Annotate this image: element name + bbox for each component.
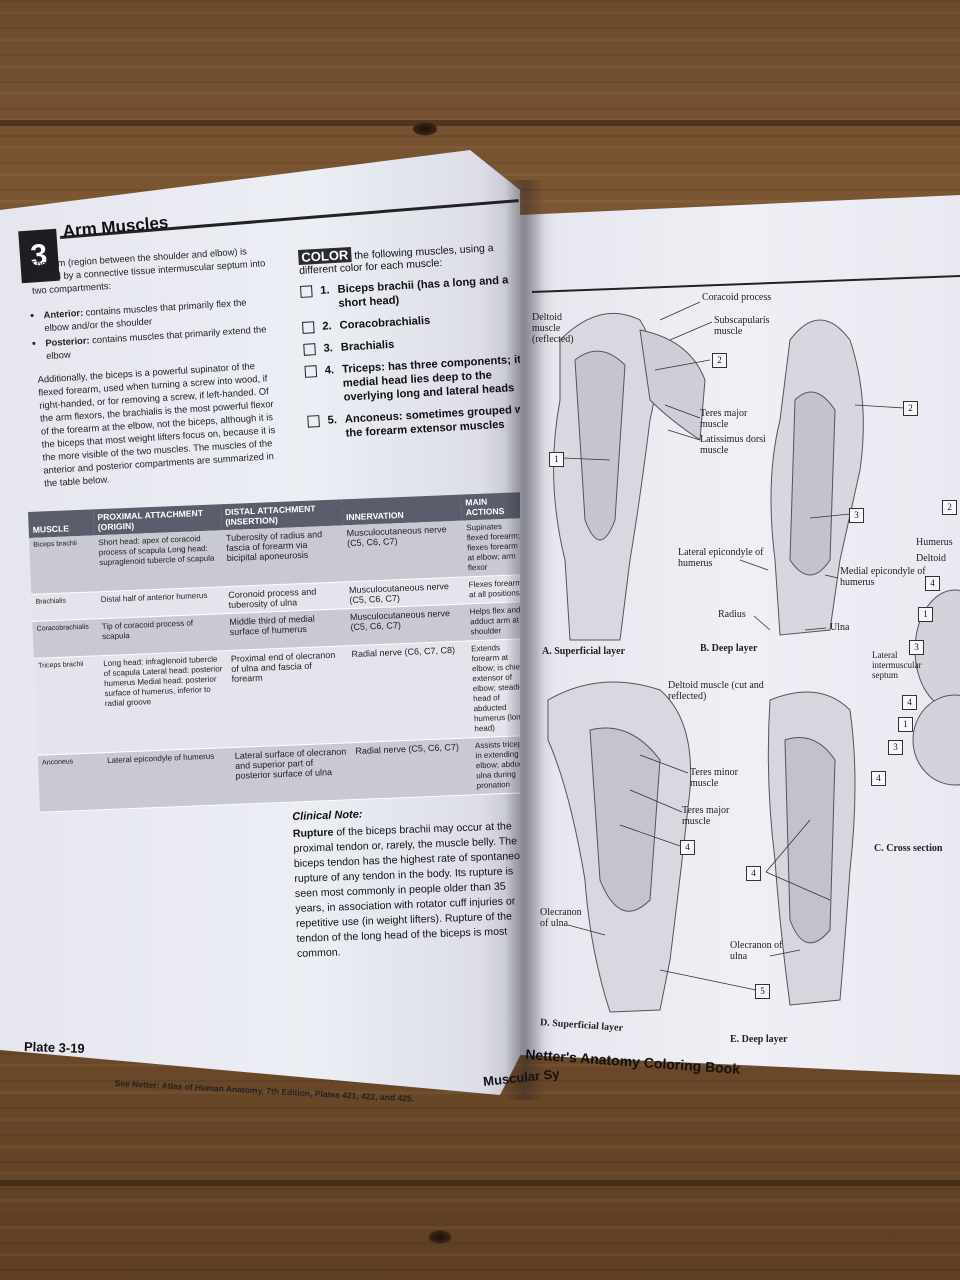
checkbox[interactable] bbox=[307, 415, 320, 428]
plank-gap bbox=[0, 120, 960, 126]
number-box: 5 bbox=[755, 984, 770, 999]
number-box: 4 bbox=[871, 771, 886, 786]
number-box: 2 bbox=[712, 353, 727, 368]
label-latissimus-dorsi: Latissimus dorsi muscle bbox=[700, 434, 766, 456]
label-medial-epicondyle: Medial epicondyle of humerus bbox=[840, 566, 926, 588]
label-teres-major: Teres major muscle bbox=[700, 408, 748, 430]
checkbox[interactable] bbox=[302, 321, 315, 334]
wood-knot bbox=[428, 1230, 452, 1244]
checkbox[interactable] bbox=[303, 343, 316, 356]
intro-paragraph-2: Additionally, the biceps is a powerful s… bbox=[37, 360, 276, 489]
number-box: 1 bbox=[898, 717, 913, 732]
number-box: 4 bbox=[925, 576, 940, 591]
label-radius: Radius bbox=[718, 609, 746, 620]
number-box: 4 bbox=[746, 866, 761, 881]
caption-e: E. Deep layer bbox=[730, 1034, 788, 1045]
number-box: 3 bbox=[909, 640, 924, 655]
label-lateral-septum: Lateral intermuscular septum bbox=[872, 650, 922, 680]
label-deltoid-cut: Deltoid muscle (cut and reflected) bbox=[668, 680, 764, 702]
label-deltoid-reflected: Deltoid muscle (reflected) bbox=[532, 312, 574, 345]
checkbox[interactable] bbox=[300, 285, 313, 298]
number-box: 1 bbox=[918, 607, 933, 622]
label-olecranon-e: Olecranon of ulna bbox=[730, 940, 783, 962]
checklist-item[interactable]: 1.Biceps brachii (has a long and a short… bbox=[300, 272, 536, 313]
label-subscapularis: Subscapularis muscle bbox=[714, 315, 770, 337]
plank-gap bbox=[0, 1180, 960, 1186]
number-box: 1 bbox=[549, 452, 564, 467]
checkbox[interactable] bbox=[304, 365, 318, 378]
intro-text: The arm (region between the shoulder and… bbox=[30, 243, 285, 502]
number-box: 2 bbox=[903, 401, 918, 416]
compartment-list: Anterior: contains muscles that primaril… bbox=[33, 294, 276, 363]
label-lateral-epicondyle: Lateral epicondyle of humerus bbox=[678, 547, 764, 569]
clinical-note-text: Rupture of the biceps brachii may occur … bbox=[292, 820, 532, 960]
caption-a: A. Superficial layer bbox=[542, 646, 626, 657]
label-teres-minor: Teres minor muscle bbox=[690, 767, 738, 789]
wood-knot bbox=[412, 122, 438, 136]
label-coracoid-process: Coracoid process bbox=[702, 292, 772, 303]
number-box: 3 bbox=[888, 740, 903, 755]
caption-b: B. Deep layer bbox=[700, 643, 758, 654]
plate-number: Plate 3-19 bbox=[23, 1038, 85, 1057]
number-box: 4 bbox=[902, 695, 917, 710]
number-box: 4 bbox=[680, 840, 695, 855]
book-spine-shadow bbox=[505, 180, 545, 1100]
label-ulna: Ulna bbox=[830, 622, 850, 633]
label-olecranon-d: Olecranon of ulna bbox=[540, 907, 582, 929]
clinical-note: Clinical Note: Rupture of the biceps bra… bbox=[292, 802, 537, 962]
label-humerus: Humerus bbox=[916, 537, 953, 548]
column-header: MUSCLE bbox=[28, 509, 95, 538]
number-box: 3 bbox=[849, 508, 864, 523]
number-box: 2 bbox=[942, 500, 957, 515]
label-deltoid: Deltoid bbox=[916, 553, 946, 564]
label-teres-major-2: Teres major muscle bbox=[682, 805, 730, 827]
caption-c: C. Cross section bbox=[874, 843, 943, 854]
muscle-table: MUSCLE PROXIMAL ATTACHMENT (ORIGIN) DIST… bbox=[28, 491, 540, 813]
